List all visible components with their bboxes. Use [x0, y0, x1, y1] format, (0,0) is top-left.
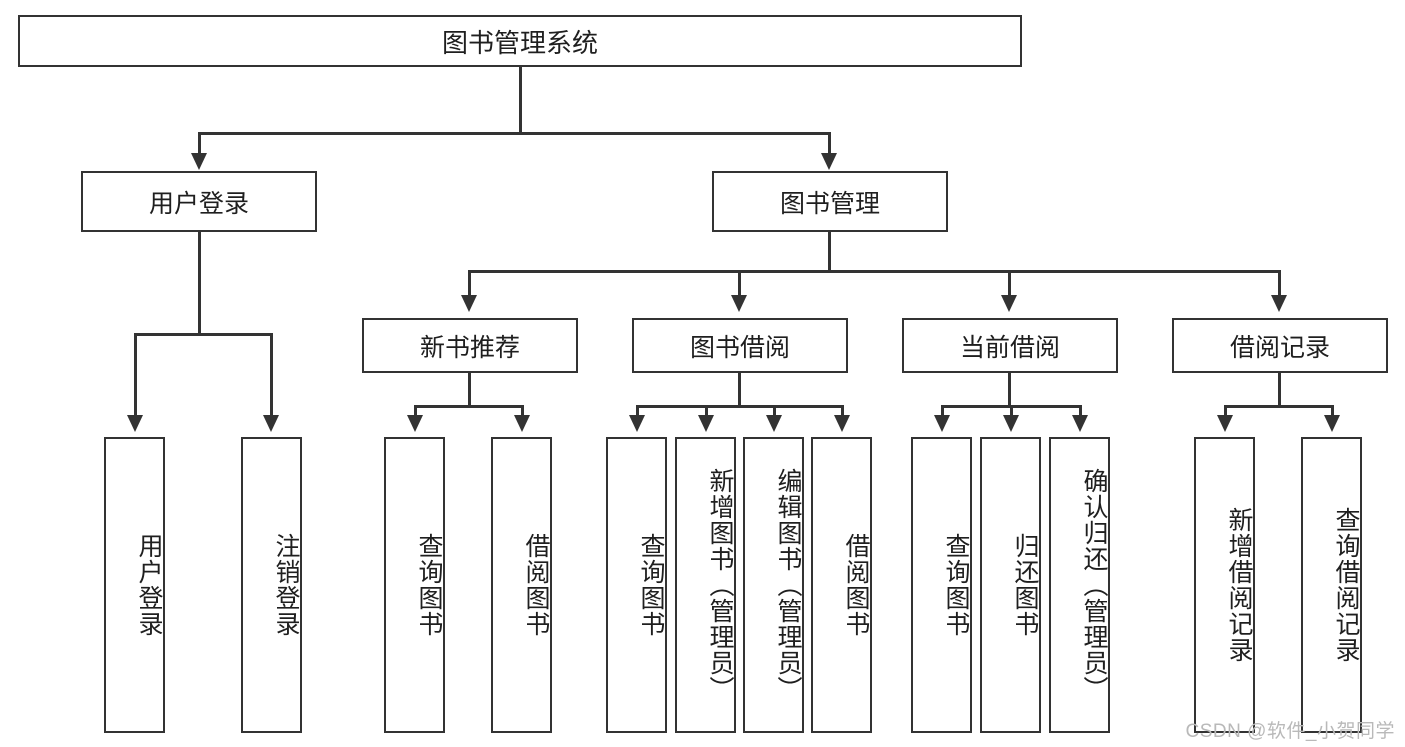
- node-label: 用户登录: [135, 533, 163, 637]
- arrow-root-to-userlogin: [191, 153, 207, 170]
- node-user-login[interactable]: 用户登录: [81, 171, 317, 232]
- node-label: 编辑图书（管理员）: [774, 468, 802, 702]
- node-label: 新增借阅记录: [1225, 507, 1253, 663]
- node-label: 查询图书: [637, 533, 665, 637]
- node-label: 查询图书: [942, 533, 970, 637]
- edge-root-to-bookmgmt: [828, 132, 831, 156]
- edge-userlogin-bus: [134, 333, 272, 336]
- edge-bookmgmt-stem: [828, 232, 831, 272]
- leaf-current-confirm-return[interactable]: 确认归还（管理员）: [1049, 437, 1110, 733]
- leaf-records-query-record[interactable]: 查询借阅记录: [1301, 437, 1362, 733]
- arrow-bookmgmt-to-records: [1271, 295, 1287, 312]
- node-current-borrow[interactable]: 当前借阅: [902, 318, 1118, 373]
- arrow-records-leaf-1: [1217, 415, 1233, 432]
- edge-userlogin-drop-2: [270, 333, 273, 418]
- edge-bookborrow-drop-1: [636, 405, 639, 418]
- arrow-bookmgmt-to-newbook: [461, 295, 477, 312]
- edge-newbook-stem: [468, 373, 471, 407]
- edge-bookmgmt-drop-3: [1008, 270, 1011, 298]
- node-label: 图书管理系统: [441, 27, 598, 58]
- leaf-current-query-book[interactable]: 查询图书: [911, 437, 972, 733]
- edge-bookmgmt-bus: [468, 270, 1280, 273]
- node-label: 新增图书（管理员）: [706, 468, 734, 702]
- leaf-current-return-book[interactable]: 归还图书: [980, 437, 1041, 733]
- leaf-borrow-add-book[interactable]: 新增图书（管理员）: [675, 437, 736, 733]
- edge-newbook-bus: [414, 405, 524, 408]
- edge-bookborrow-drop-3: [773, 405, 776, 418]
- watermark: CSDN @软件_小贺同学: [1185, 721, 1395, 742]
- edge-currentborrow-drop-3: [1079, 405, 1082, 418]
- node-label: 借阅图书: [842, 533, 870, 637]
- edge-bookmgmt-drop-1: [468, 270, 471, 298]
- node-borrow-records[interactable]: 借阅记录: [1172, 318, 1388, 373]
- node-label: 查询借阅记录: [1332, 507, 1360, 663]
- edge-bookborrow-drop-4: [841, 405, 844, 418]
- leaf-borrow-edit-book[interactable]: 编辑图书（管理员）: [743, 437, 804, 733]
- arrow-newbook-leaf-1: [407, 415, 423, 432]
- node-root-system[interactable]: 图书管理系统: [18, 15, 1022, 67]
- node-label: 图书管理: [779, 189, 880, 218]
- edge-bookmgmt-drop-2: [738, 270, 741, 298]
- edge-currentborrow-drop-2: [1010, 405, 1013, 418]
- edge-records-bus: [1224, 405, 1334, 408]
- leaf-newbook-borrow-book[interactable]: 借阅图书: [491, 437, 552, 733]
- edge-userlogin-stem: [198, 232, 201, 335]
- edge-currentborrow-drop-1: [941, 405, 944, 418]
- leaf-user-login[interactable]: 用户登录: [104, 437, 165, 733]
- arrow-root-to-bookmgmt: [821, 153, 837, 170]
- node-label: 图书借阅: [689, 333, 790, 362]
- node-book-borrow[interactable]: 图书借阅: [632, 318, 848, 373]
- arrow-userlogin-leaf-2: [263, 415, 279, 432]
- edge-records-drop-1: [1224, 405, 1227, 418]
- edge-currentborrow-stem: [1008, 373, 1011, 407]
- node-label: 借阅记录: [1229, 333, 1330, 362]
- edge-records-stem: [1278, 373, 1281, 407]
- edge-newbook-drop-2: [521, 405, 524, 418]
- edge-bookmgmt-drop-4: [1278, 270, 1281, 298]
- arrow-currentborrow-leaf-2: [1003, 415, 1019, 432]
- arrow-bookborrow-leaf-3: [766, 415, 782, 432]
- node-label: 当前借阅: [959, 333, 1060, 362]
- leaf-newbook-query-book[interactable]: 查询图书: [384, 437, 445, 733]
- leaf-borrow-query-book[interactable]: 查询图书: [606, 437, 667, 733]
- arrow-bookborrow-leaf-2: [698, 415, 714, 432]
- arrow-records-leaf-2: [1324, 415, 1340, 432]
- edge-records-drop-2: [1331, 405, 1334, 418]
- edge-root-stem: [519, 67, 522, 134]
- edge-root-to-userlogin: [198, 132, 201, 156]
- edge-bookborrow-bus: [636, 405, 844, 408]
- edge-userlogin-drop-1: [134, 333, 137, 418]
- node-label: 用户登录: [148, 189, 249, 218]
- arrow-newbook-leaf-2: [514, 415, 530, 432]
- leaf-records-add-record[interactable]: 新增借阅记录: [1194, 437, 1255, 733]
- node-label: 借阅图书: [522, 533, 550, 637]
- leaf-borrow-borrow-book[interactable]: 借阅图书: [811, 437, 872, 733]
- node-label: 归还图书: [1011, 533, 1039, 637]
- node-label: 新书推荐: [419, 333, 520, 362]
- leaf-user-logout[interactable]: 注销登录: [241, 437, 302, 733]
- arrow-bookmgmt-to-borrow: [731, 295, 747, 312]
- arrow-bookmgmt-to-current: [1001, 295, 1017, 312]
- arrow-currentborrow-leaf-1: [934, 415, 950, 432]
- arrow-bookborrow-leaf-1: [629, 415, 645, 432]
- arrow-currentborrow-leaf-3: [1072, 415, 1088, 432]
- arrow-bookborrow-leaf-4: [834, 415, 850, 432]
- node-label: 查询图书: [415, 533, 443, 637]
- edge-bookborrow-drop-2: [705, 405, 708, 418]
- edge-bookborrow-stem: [738, 373, 741, 407]
- arrow-userlogin-leaf-1: [127, 415, 143, 432]
- node-label: 注销登录: [272, 533, 300, 637]
- node-book-management[interactable]: 图书管理: [712, 171, 948, 232]
- node-new-book-recommend[interactable]: 新书推荐: [362, 318, 578, 373]
- node-label: 确认归还（管理员）: [1080, 468, 1108, 702]
- edge-newbook-drop-1: [414, 405, 417, 418]
- edge-root-bus: [198, 132, 831, 135]
